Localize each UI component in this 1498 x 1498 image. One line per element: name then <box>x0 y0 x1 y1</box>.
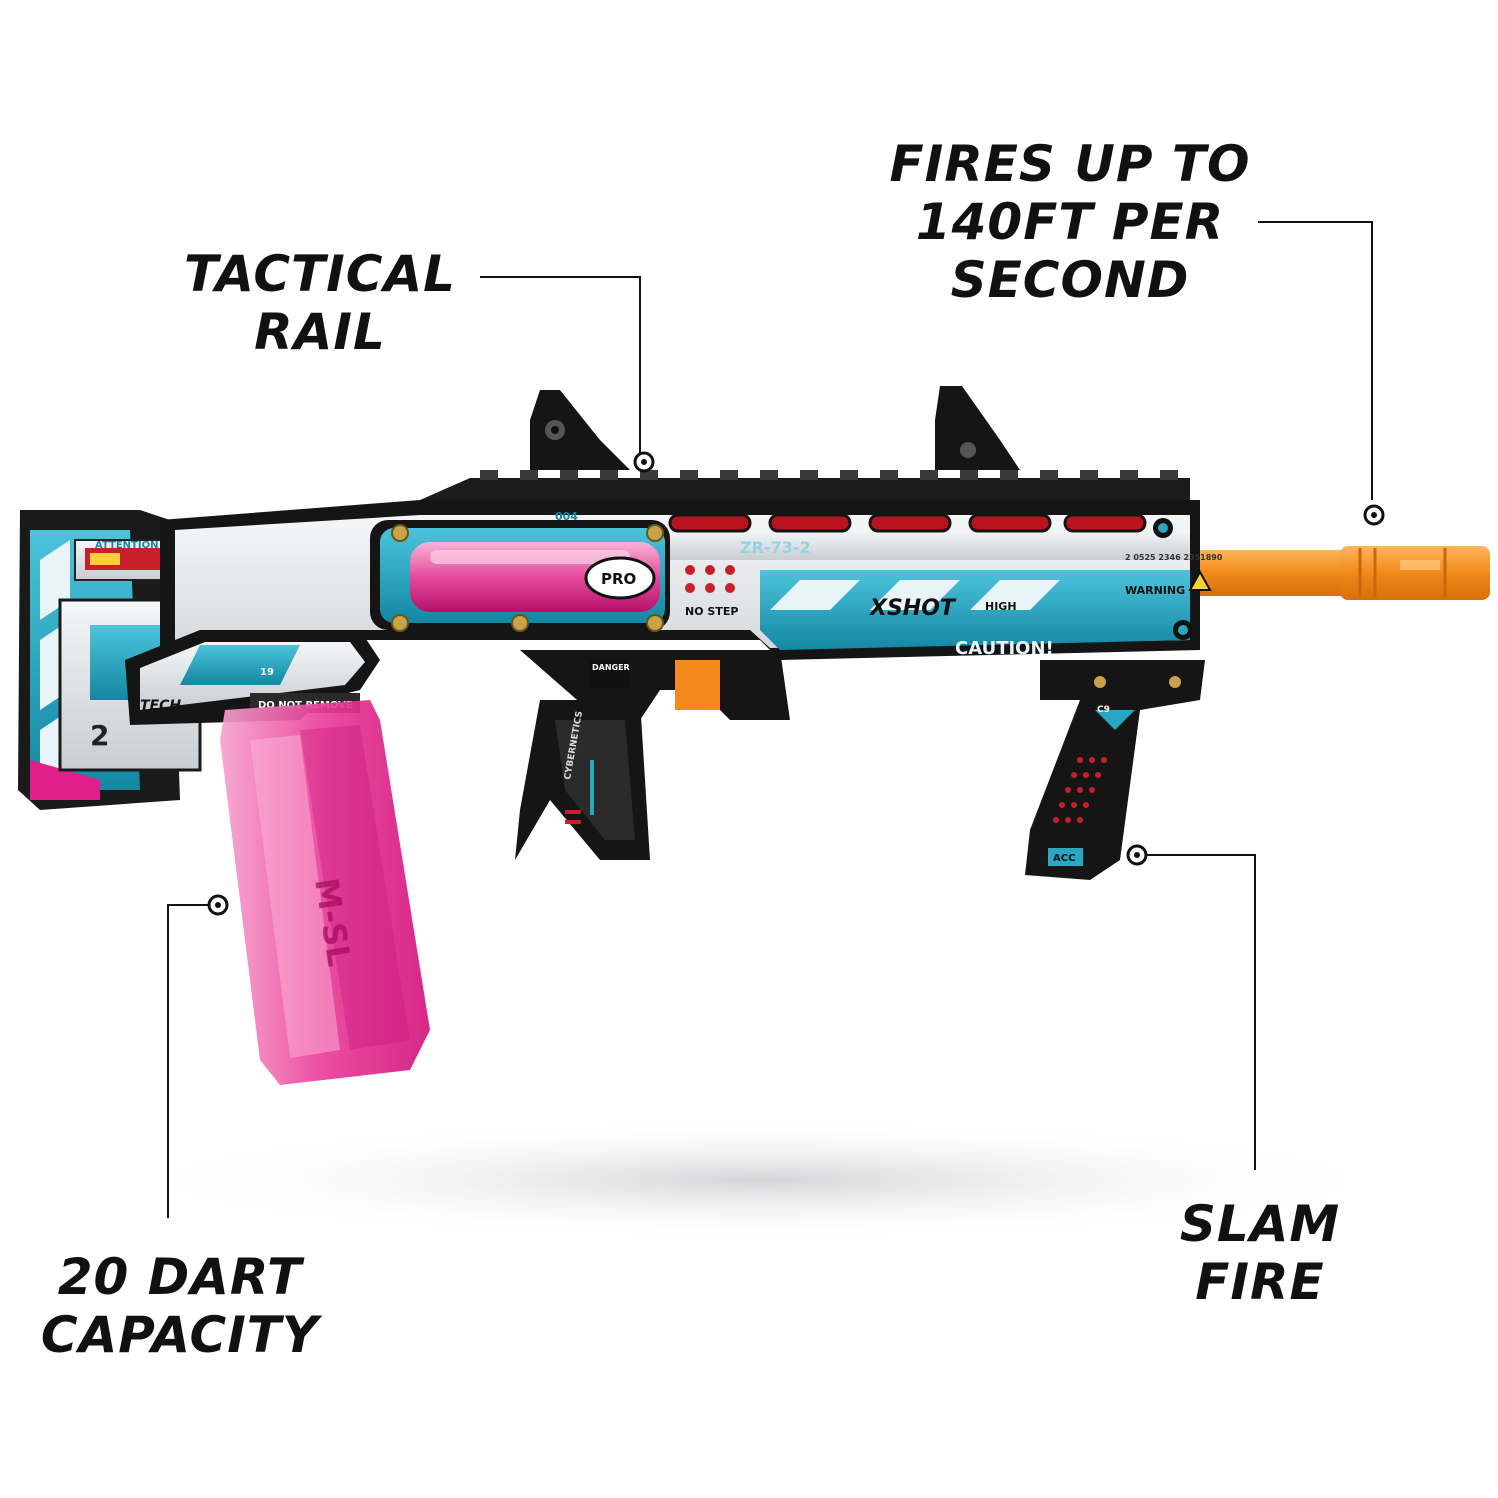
floor-shadow <box>120 1120 1400 1240</box>
no-step-label: NO STEP <box>685 605 738 618</box>
fps-leader-line <box>1258 221 1373 500</box>
callout-dot-icon <box>633 451 655 473</box>
capacity-leader-line <box>167 904 215 1218</box>
callout-line: 140FT PER <box>915 193 1225 251</box>
stock: ATTENTION 2 <box>18 510 202 810</box>
brand-logo: XSHOT <box>868 596 957 621</box>
callout-dot-icon <box>1363 504 1385 526</box>
callout-line: SECOND <box>950 251 1190 309</box>
callout-line: CAPACITY <box>40 1306 320 1364</box>
barcode-digits: 2 0525 2346 2351890 <box>1125 553 1223 562</box>
slam-leader-line <box>1145 854 1256 1170</box>
callout-dot-icon <box>207 894 229 916</box>
high-label: HIGH <box>985 600 1017 613</box>
danger-label: DANGER <box>592 663 630 672</box>
callout-line: TACTICAL <box>183 245 457 303</box>
stock-number: 2 <box>90 719 109 752</box>
callout-line: SLAM <box>1179 1195 1341 1253</box>
magazine: M-SL <box>220 700 430 1085</box>
serial-label: 004 <box>555 510 578 523</box>
callout-line: FIRES UP TO <box>889 135 1251 193</box>
id-19: 19 <box>260 667 274 678</box>
fps-callout: FIRES UP TO 140FT PER SECOND <box>865 135 1275 309</box>
callout-line: FIRE <box>1195 1253 1325 1311</box>
tactical-rail-callout: TACTICAL RAIL <box>170 245 470 361</box>
fore-grip: C9 ACC <box>1025 660 1205 880</box>
dart-capacity-callout: 20 DART CAPACITY <box>20 1248 340 1364</box>
rail-leader-line <box>480 276 641 460</box>
callout-line: RAIL <box>254 303 386 361</box>
slam-fire-callout: SLAM FIRE <box>1160 1195 1360 1311</box>
hazard-triangle-icon <box>1188 569 1212 591</box>
model-code: ZR-73-2 <box>740 538 811 557</box>
warning-label: WARNING <box>1125 584 1185 597</box>
callout-line: 20 DART <box>57 1248 303 1306</box>
barrel <box>1170 546 1490 600</box>
pistol-grip: DANGER CYBERNETICS <box>515 650 790 860</box>
caution-label: CAUTION! <box>955 638 1054 659</box>
pro-badge: PRO <box>601 570 636 588</box>
attention-label: ATTENTION <box>95 540 158 551</box>
chamber: PRO NO STEP <box>370 520 738 632</box>
acc-label: ACC <box>1053 853 1075 864</box>
callout-dot-icon <box>1126 844 1148 866</box>
tech-label: TECH <box>140 698 181 714</box>
grip-code: C9 <box>1097 705 1110 715</box>
tactical-rail <box>420 386 1190 506</box>
